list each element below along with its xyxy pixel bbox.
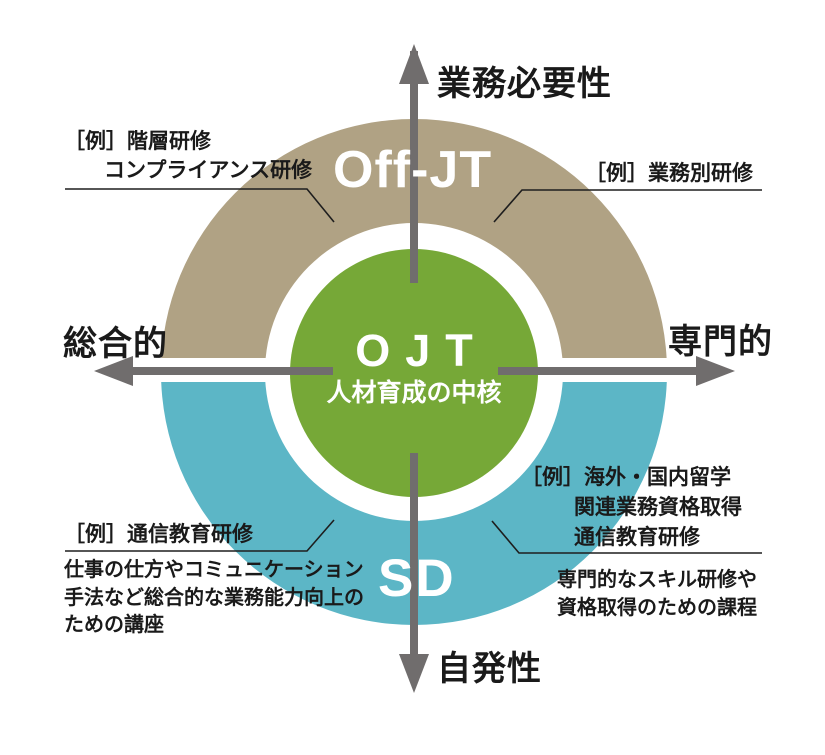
callout-bottom-right-line3: 通信教育研修: [574, 526, 700, 549]
callout-bottom-left-line1: ［例］通信教育研修: [64, 523, 253, 546]
callout-top-right-line1: ［例］業務別研修: [585, 162, 753, 185]
leader-line-top-left: [65, 188, 335, 223]
ojt-center-text: OJT 人材育成の中核: [290, 243, 538, 491]
ring-label-offjt: Off-JT: [333, 141, 493, 199]
callout-bottom-right-line2: 関連業務資格取得: [574, 496, 742, 519]
ring-label-sd: SD: [378, 549, 456, 608]
callout-bottom-right: ［例］海外・国内留学 関連業務資格取得 通信教育研修: [521, 463, 742, 553]
axis-label-top: 業務必要性: [437, 65, 612, 103]
callout-top-left-line2: コンプライアンス研修: [104, 159, 313, 182]
arrow-left-icon: [94, 356, 133, 386]
ring-sd-half: [161, 382, 667, 625]
description-bottom-left-line2: 手法など総合的な業務能力向上の: [64, 586, 364, 609]
description-bottom-right-line2: 資格取得のための課程: [557, 596, 757, 619]
description-bottom-left-line1: 仕事の仕方やコミュニケーション: [64, 559, 364, 581]
description-bottom-right-line1: 専門的なスキル研修や: [557, 569, 757, 591]
ojt-subtitle: 人材育成の中核: [326, 379, 502, 407]
arrow-up-icon: [399, 44, 429, 84]
ojt-center-circle: [290, 249, 538, 497]
callout-bottom-left: ［例］通信教育研修: [64, 520, 253, 549]
callout-bottom-right-line1: ［例］海外・国内留学: [521, 466, 731, 489]
description-bottom-right: 専門的なスキル研修や 資格取得のための課程: [557, 567, 757, 622]
ojt-title: OJT: [355, 325, 488, 376]
axis-label-bottom: 自発性: [437, 650, 542, 688]
axis-label-left: 総合的: [63, 325, 168, 363]
callout-top-right: ［例］業務別研修: [585, 159, 753, 188]
callout-top-left: ［例］階層研修 コンプライアンス研修: [64, 127, 312, 185]
description-bottom-left-line3: ための講座: [64, 614, 164, 636]
arrow-down-icon: [399, 654, 429, 693]
leader-line-bottom-right: [491, 520, 762, 554]
leader-line-top-right: [493, 189, 762, 223]
description-bottom-left: 仕事の仕方やコミュニケーション 手法など総合的な業務能力向上の ための講座: [64, 557, 364, 640]
ring-offjt-half: [161, 119, 667, 358]
leader-line-bottom-left: [65, 519, 335, 552]
axis-label-right: 専門的: [668, 323, 773, 361]
callout-top-left-line1: ［例］階層研修: [64, 130, 211, 153]
arrow-right-icon: [696, 356, 735, 386]
